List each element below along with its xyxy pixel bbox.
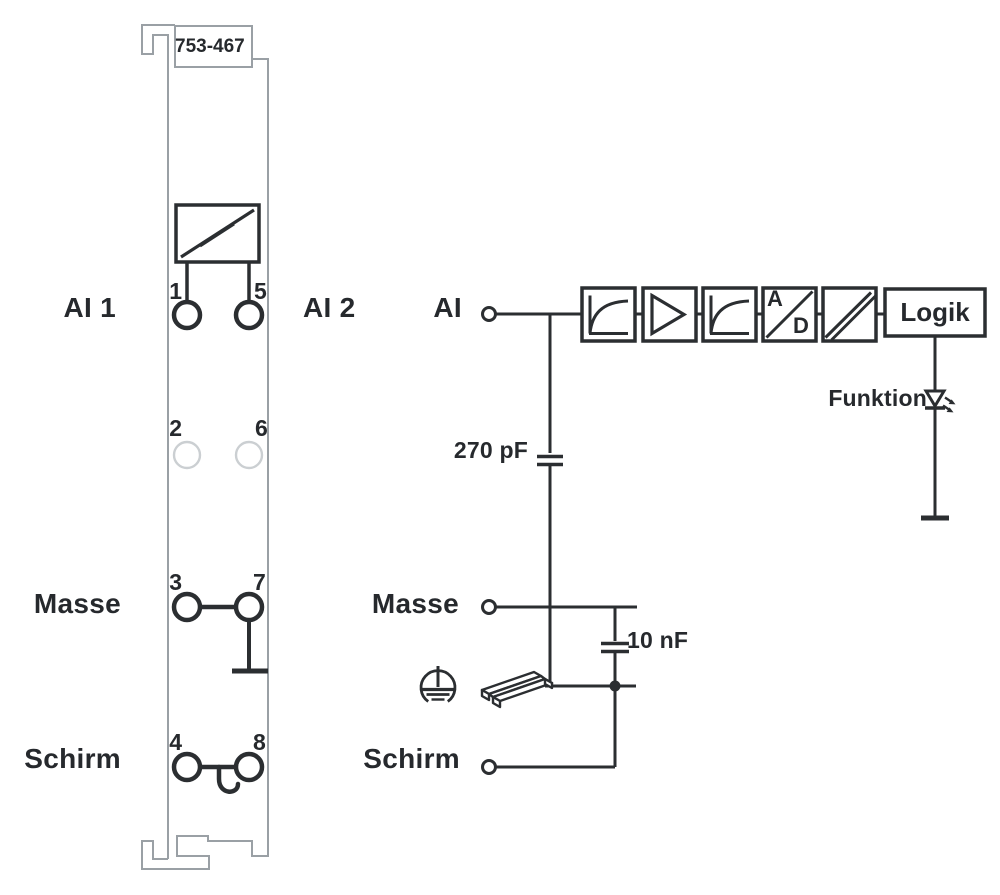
schematic-masse-label: Masse <box>371 588 459 619</box>
din-rail-endcap-right <box>543 677 554 690</box>
terminal-number-7: 7 <box>253 569 266 595</box>
schematic-ai-label: AI <box>433 292 462 323</box>
terminal-5-circle <box>233 299 265 331</box>
terminal-wires <box>185 262 251 302</box>
analog-symbol-tick <box>199 222 235 248</box>
input-capacitor-icon <box>537 454 563 467</box>
galvanic-isolation-icon <box>824 291 877 342</box>
terminal-7-circle <box>233 591 265 623</box>
ground-capacitor-value: 10 nF <box>627 627 689 653</box>
ground-capacitor-icon <box>601 641 629 654</box>
terminal-number-6: 6 <box>255 415 268 441</box>
adc-letter-a: A <box>767 286 783 311</box>
din-rail-endcap-back <box>480 688 491 702</box>
terminal-number-1: 1 <box>169 278 182 304</box>
earth-arc <box>419 669 457 703</box>
led-function-label: Funktion <box>828 385 927 411</box>
din-rail-icon <box>480 670 554 709</box>
junction-dot <box>609 680 621 692</box>
module-outline-right-and-foot <box>141 58 269 870</box>
ai-terminal-circle <box>481 306 497 322</box>
module-schirm-label: Schirm <box>24 743 121 774</box>
led-branch <box>921 336 956 521</box>
schematic <box>419 286 987 775</box>
terminal-4-circle <box>171 751 203 783</box>
schirm-line <box>495 687 617 769</box>
ad-converter-icon <box>765 290 814 339</box>
din-rail-endcap-front <box>491 695 502 709</box>
module-outline-left <box>141 24 175 859</box>
terminal-8-circle <box>233 751 265 783</box>
terminal-number-4: 4 <box>169 729 182 755</box>
terminal-3-circle <box>171 591 203 623</box>
terminal-number-5: 5 <box>254 278 267 304</box>
input-capacitor-value: 270 pF <box>453 437 528 463</box>
module-masse-label: Masse <box>33 588 121 619</box>
low-pass-filter-icon-1 <box>588 295 629 335</box>
amplifier-icon <box>650 292 688 337</box>
terminal-1-circle <box>171 299 203 331</box>
block-icons <box>588 290 877 342</box>
masse-terminal-circle <box>481 599 497 615</box>
terminal-2-circle <box>172 440 202 470</box>
adc-letter-d: D <box>793 313 809 338</box>
terminal-6-circle <box>234 440 264 470</box>
channel-label-ai1: AI 1 <box>63 292 116 323</box>
shield-hook-icon <box>216 764 241 794</box>
terminal-number-2: 2 <box>169 415 182 441</box>
channel-label-ai2: AI 2 <box>303 292 356 323</box>
analog-signal-icon <box>174 203 261 302</box>
led-arrowheads <box>946 399 956 413</box>
part-number-box <box>174 25 253 68</box>
terminal-number-8: 8 <box>253 729 266 755</box>
internal-links <box>200 604 268 794</box>
led-icon <box>923 389 947 409</box>
terminal-number-3: 3 <box>169 569 182 595</box>
functional-earth-icon <box>419 666 457 703</box>
schematic-schirm-label: Schirm <box>363 743 460 774</box>
schirm-terminal-circle <box>481 759 497 775</box>
part-number: 753-467 <box>175 36 245 57</box>
module-outline <box>141 24 269 870</box>
terminal-circles <box>171 299 265 783</box>
low-pass-filter-icon-2 <box>709 295 750 335</box>
logic-block-label: Logik <box>900 297 970 327</box>
